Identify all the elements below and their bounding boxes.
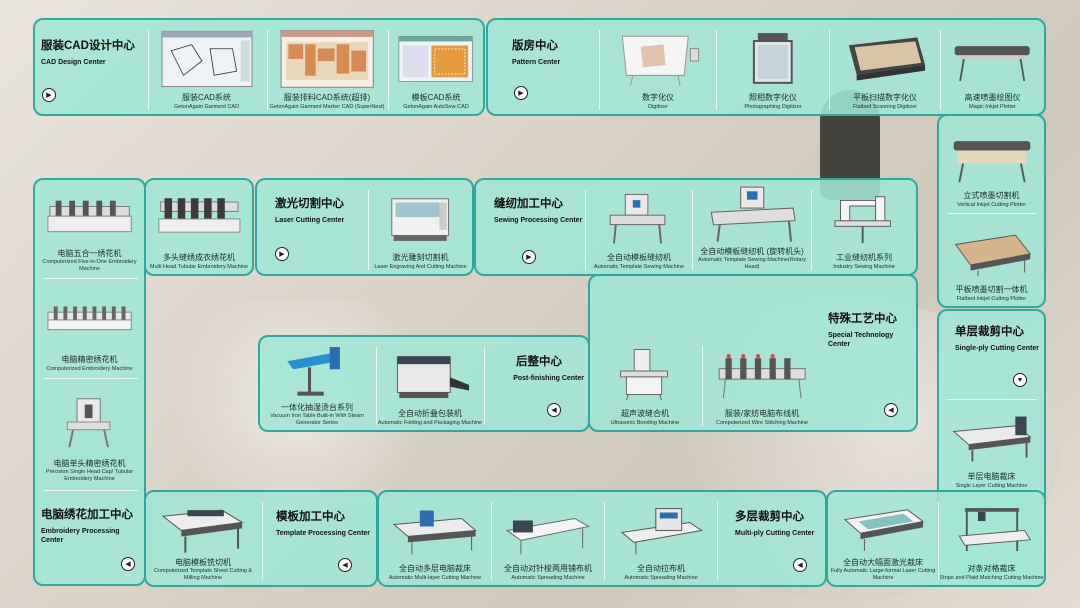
flatbed-digitizer-item[interactable]: 平板扫描数字化仪 Flatbed Scanning Digitizer — [830, 20, 940, 114]
embroidery-center-title: 电脑绣花加工中心 Embroidery Processing Center — [41, 509, 133, 544]
five-in-one-embroidery-item[interactable]: 电脑五合一绣花机 Computerized Five-in-One Embroi… — [35, 184, 144, 276]
laser-engraving-item[interactable]: 激光雕刻切割机 Laser Engraving And Cutting Mach… — [369, 180, 472, 274]
flatbed-inkjet-item[interactable]: 平板喷墨切割一体机 Flatbed Inkjet Cutting Plotter — [939, 214, 1044, 306]
prev-arrow-icon[interactable]: ◀ — [547, 403, 561, 417]
vertical-inkjet-item[interactable]: 立式喷墨切割机 Vertical Inkjet Cutting Plotter — [939, 120, 1044, 212]
vertical-inkjet-icon — [950, 128, 1034, 188]
large-format-laser-icon — [839, 500, 927, 555]
template-sewing-icon — [597, 188, 682, 250]
stripe-matching-item[interactable]: 对条对格裁床 Stripe and Plaid Matching Cutting… — [939, 492, 1044, 585]
prev-arrow-icon[interactable]: ◀ — [793, 558, 807, 572]
next-arrow-icon[interactable]: ▶ — [522, 250, 536, 264]
single-layer-cutting-item[interactable]: 单层电脑裁床 Single Layer Cutting Machine — [939, 401, 1044, 493]
auto-spreading-icon — [616, 500, 706, 561]
iron-table-icon — [271, 343, 362, 400]
multi-head-embroidery-panel: 多头缝绣成衣绣花机 Multi Head Tubular Embroidery … — [144, 178, 254, 276]
pattern-plotters-panel: 立式喷墨切割机 Vertical Inkjet Cutting Plotter … — [937, 114, 1046, 308]
spacer — [588, 274, 818, 334]
special-technology-title: 特殊工艺中心 Special Technology Center — [828, 313, 897, 348]
marker-screenshot-icon — [280, 28, 374, 90]
photo-digitizer-item[interactable]: 照相数字化仪 Photographing Digitizer — [717, 20, 829, 114]
embroidery-machine-icon — [46, 288, 133, 352]
pattern-center-panel: 版房中心 Pattern Center ▶ 数字化仪 Digitizer 照相数… — [486, 18, 1046, 116]
post-finishing-title: 后整中心 Post-finishing Center — [513, 356, 584, 382]
large-format-laser-item[interactable]: 全自动大幅面激光裁床 Fully Automatic Large-format … — [828, 492, 938, 585]
laser-cutting-panel: 激光切割中心 Laser Cutting Center ▶ 激光雕刻切割机 La… — [255, 178, 474, 276]
ultrasonic-bonding-item[interactable]: 超声波缝合机 Ultrasonic Bonding Machine — [590, 336, 700, 430]
laser-cutting-title: 激光切割中心 Laser Cutting Center — [275, 198, 345, 224]
auto-spreading-item[interactable]: 全自动拉布机 Automatic Spreading Machine — [605, 492, 717, 585]
multi-layer-cutter-icon — [390, 500, 480, 561]
multi-ply-panel: 全自动多层电脑裁床 Automatic Multi-layer Cutting … — [377, 490, 827, 587]
autosew-screenshot-icon — [398, 28, 474, 90]
down-arrow-icon[interactable]: ▼ — [1013, 373, 1027, 387]
wire-stitching-item[interactable]: 服装/家纺电脑布线机 Computerized Wire Stitching M… — [703, 336, 821, 430]
embroidery-machines-panel: 电脑五合一绣花机 Computerized Five-in-One Embroi… — [33, 178, 146, 586]
digitizer-icon — [612, 28, 705, 90]
sewing-processing-panel: 缝纫加工中心 Sewing Processing Center ▶ 全自动模板缝… — [474, 178, 918, 276]
post-finishing-panel: 一体化抽湿烫台系列 Vacuum Iron Table Built-in Wit… — [258, 335, 590, 432]
template-processing-title: 模板加工中心 Template Processing Center — [276, 511, 371, 537]
vacuum-iron-table-item[interactable]: 一体化抽湿烫台系列 Vacuum Iron Table Built-in Wit… — [260, 337, 374, 430]
multi-head-embroidery-item[interactable]: 多头缝绣成衣绣花机 Multi Head Tubular Embroidery … — [146, 180, 252, 274]
large-format-cutting-panel: 全自动大幅面激光裁床 Fully Automatic Large-format … — [826, 490, 1046, 587]
single-head-embroidery-icon — [46, 388, 133, 456]
rotary-sewing-icon — [705, 185, 799, 244]
template-milling-item[interactable]: 电脑模板铣切机 Computerized Template Sheet Cutt… — [146, 492, 260, 585]
multi-ply-title: 多层裁剪中心 Multi-ply Cutting Center — [735, 511, 815, 537]
folding-packaging-item[interactable]: 全自动折叠包装机 Automatic Folding and Packaging… — [377, 337, 483, 430]
laser-cutter-icon — [379, 188, 461, 250]
prev-arrow-icon[interactable]: ◀ — [338, 558, 352, 572]
next-arrow-icon[interactable]: ▶ — [42, 88, 56, 102]
spreading-machine-item[interactable]: 全自动对针梭两用铺布机 Automatic Spreading Machine — [492, 492, 604, 585]
single-layer-cutter-icon — [950, 409, 1034, 469]
inkjet-plotter-icon — [951, 28, 1033, 90]
next-arrow-icon[interactable]: ▶ — [514, 86, 528, 100]
sewing-processing-title: 缝纫加工中心 Sewing Processing Center — [494, 198, 583, 224]
special-technology-panel: 特殊工艺中心 Special Technology Center ◀ 超声波缝合… — [588, 274, 918, 432]
marker-cad-item[interactable]: 服装排料CAD系统(超排) GetonAgain Garment Marker … — [268, 20, 386, 114]
cad-screenshot-icon — [161, 28, 253, 90]
stripe-cutter-icon — [950, 500, 1034, 561]
cad-design-panel: 服装CAD设计中心 CAD Design Center ▶ 服装CAD系统 Ge… — [33, 18, 485, 116]
photo-digitizer-icon — [728, 28, 818, 90]
flatbed-scanner-icon — [841, 28, 929, 90]
single-ply-title: 单层裁剪中心 Single-ply Cutting Center — [955, 326, 1039, 352]
industry-sewing-item[interactable]: 工业缝纫机系列 Industry Sewing Machine — [812, 180, 916, 274]
autosew-cad-item[interactable]: 模板CAD系统 GetonAgain AutoSew CAD — [389, 20, 483, 114]
multi-head-embroidery-icon — [157, 188, 242, 250]
ultrasonic-machine-icon — [601, 344, 689, 406]
pattern-center-title: 版房中心 Pattern Center — [512, 40, 561, 66]
next-arrow-icon[interactable]: ▶ — [275, 247, 289, 261]
folding-machine-icon — [388, 345, 473, 406]
precision-embroidery-item[interactable]: 电脑精密绣花机 Computerized Embroidery Machine — [35, 280, 144, 376]
template-milling-icon — [157, 498, 248, 555]
industry-sewing-icon — [822, 188, 905, 250]
inkjet-plotter-item[interactable]: 高速喷墨绘图仪 Magic Inkjet Plotter — [941, 20, 1044, 114]
template-processing-panel: 电脑模板铣切机 Computerized Template Sheet Cutt… — [144, 490, 378, 587]
embroidery-machine-icon — [46, 191, 133, 245]
template-sewing-item[interactable]: 全自动模板缝纫机 Automatic Template Sewing Machi… — [586, 180, 692, 274]
spreading-machine-icon — [503, 500, 593, 561]
cad-design-title: 服装CAD设计中心 CAD Design Center — [41, 40, 135, 66]
prev-arrow-icon[interactable]: ◀ — [121, 557, 135, 571]
prev-arrow-icon[interactable]: ◀ — [884, 403, 898, 417]
rotary-template-sewing-item[interactable]: 全自动模板缝纫机 (旋转机头) Automatic Template Sewin… — [693, 180, 811, 274]
multi-layer-cutting-item[interactable]: 全自动多层电脑裁床 Automatic Multi-layer Cutting … — [379, 492, 491, 585]
flatbed-inkjet-icon — [950, 222, 1034, 282]
cad-system-item[interactable]: 服装CAD系统 GetonAgain Garment CAD — [149, 20, 264, 114]
digitizer-item[interactable]: 数字化仪 Digitizer — [600, 20, 716, 114]
single-head-embroidery-item[interactable]: 电脑单头精密绣花机 Precision Single Head Cap/ Tub… — [35, 380, 144, 486]
wire-stitching-icon — [715, 344, 809, 406]
